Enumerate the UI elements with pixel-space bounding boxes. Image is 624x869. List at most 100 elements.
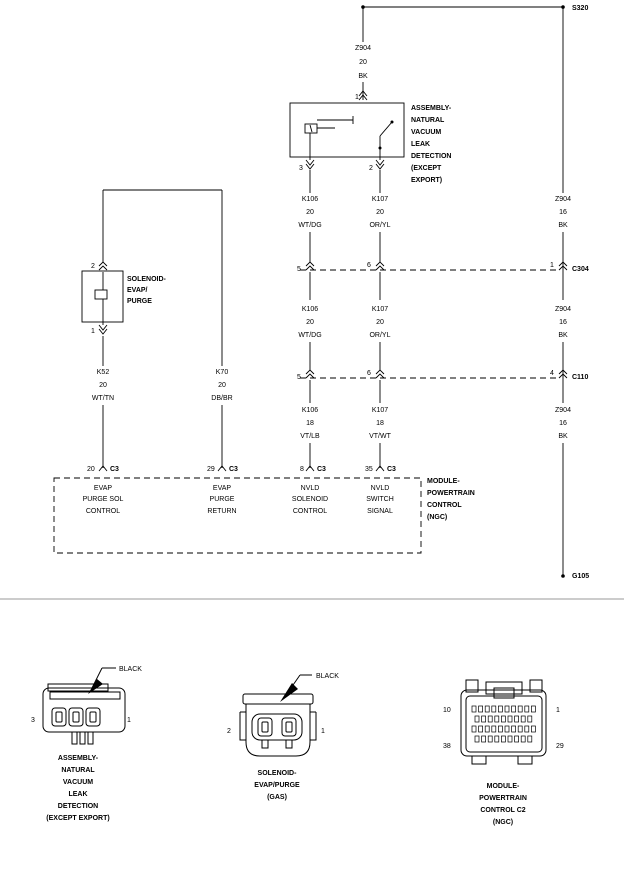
pcm-connector-face <box>460 679 547 765</box>
connector-caption: MODULE- <box>487 783 520 790</box>
connector-caption: LEAK <box>68 791 87 798</box>
pcm-conn-name: C3 <box>317 466 326 473</box>
pcm-pin-cavity <box>487 735 493 743</box>
connector-callout: BLACK <box>316 673 339 680</box>
pcm-pin-cavity <box>478 725 483 733</box>
connector-name: C110 <box>572 374 588 381</box>
pin-number: 6 <box>367 262 371 269</box>
pcm-pin-cavity <box>484 725 490 733</box>
solenoid-title: PURGE <box>127 298 152 305</box>
connector-caption: DETECTION <box>58 803 98 810</box>
wire-gauge: 20 <box>218 382 226 389</box>
pcm-pin-cavity <box>484 705 490 713</box>
connector-caption: CONTROL C2 <box>480 807 525 814</box>
pcm-pin-cavity <box>481 715 486 723</box>
pcm-pin-cavity <box>514 715 519 723</box>
wire-id: K107 <box>372 306 388 313</box>
wire-color: VT/LB <box>300 433 320 440</box>
pcm-pin-label: EVAP <box>94 485 112 492</box>
wire-color: WT/DG <box>298 222 321 229</box>
pcm-conn-name: C3 <box>229 466 238 473</box>
wire-id: K106 <box>302 306 318 313</box>
wire-gauge: 20 <box>306 319 314 326</box>
wire-id: Z904 <box>555 306 571 313</box>
wire-id: K106 <box>302 407 318 414</box>
pin-number: 1 <box>556 707 560 714</box>
pcm-pin-cavity <box>494 715 500 723</box>
wire-id: K107 <box>372 196 388 203</box>
solenoid-title: SOLENOID- <box>127 276 167 283</box>
wire-color: BK <box>558 332 568 339</box>
wire-color: BK <box>558 222 568 229</box>
pin-number: 5 <box>297 266 301 273</box>
pcm-pin-label: CONTROL <box>293 508 327 515</box>
wire-gauge: 16 <box>559 420 567 427</box>
pcm-pin-cavity <box>498 705 503 713</box>
ldp-title: DETECTION <box>411 153 451 160</box>
pin-number: 4 <box>550 370 554 377</box>
pcm-pin-cavity <box>527 715 533 723</box>
ldp-title: LEAK <box>411 141 430 148</box>
pcm-pin-cavity <box>520 715 526 723</box>
pcm-pin-cavity <box>498 725 503 733</box>
wire-gauge: 18 <box>376 420 384 427</box>
wire-gauge: 20 <box>376 319 384 326</box>
solenoid-connector-face <box>239 674 317 757</box>
pcm-pin-cavity <box>491 725 497 733</box>
connector-caption: NATURAL <box>61 767 95 774</box>
connector-caption: VACUUM <box>63 779 93 786</box>
pcm-pin-cavity <box>507 735 513 743</box>
splice-s320-label: S320 <box>572 5 588 12</box>
pcm-pin-label: SWITCH <box>366 496 394 503</box>
wire-id: Z904 <box>555 196 571 203</box>
ldp-title: (EXCEPT <box>411 165 442 172</box>
pcm-pin-cavity <box>507 715 513 723</box>
wire-color: DB/BR <box>211 395 232 402</box>
pcm-pin-cavity <box>504 705 510 713</box>
pcm-title: MODULE- <box>427 478 460 485</box>
pcm-pin-number: 29 <box>207 466 215 473</box>
pcm-conn-name: C3 <box>110 466 119 473</box>
pcm-pin-cavity <box>517 705 523 713</box>
pin-number: 10 <box>443 707 451 714</box>
wire-gauge: 20 <box>306 209 314 216</box>
pcm-pin-cavity <box>501 735 506 743</box>
wire-gauge: 20 <box>376 209 384 216</box>
pcm-conn-name: C3 <box>387 466 396 473</box>
pcm-pin-cavity <box>520 735 526 743</box>
wire-color: OR/YL <box>369 222 390 229</box>
ldp-title: ASSEMBLY- <box>411 105 452 112</box>
pcm-pin-cavity <box>504 725 510 733</box>
ldp-title: VACUUM <box>411 129 441 136</box>
pin-number: 1 <box>91 328 95 335</box>
pcm-pin-cavity <box>514 735 519 743</box>
pcm-pin-cavity <box>471 705 477 713</box>
pcm-pin-cavity <box>531 705 536 713</box>
pin-number: 5 <box>297 374 301 381</box>
pin-number: 1 <box>550 262 554 269</box>
pcm-pin-cavity <box>474 715 480 723</box>
connector-callout: BLACK <box>119 666 142 673</box>
pcm-pin-number: 20 <box>87 466 95 473</box>
ldp-connector-face <box>42 667 126 745</box>
pcm-title: POWERTRAIN <box>427 490 475 497</box>
wire-id: Z904 <box>555 407 571 414</box>
wire-color: BK <box>558 433 568 440</box>
pin-number: 1 <box>127 717 131 724</box>
pcm-pin-label: NVLD <box>301 485 320 492</box>
pin-number: 1 <box>321 728 325 735</box>
wire-id: Z904 <box>355 45 371 52</box>
solenoid-title: EVAP/ <box>127 287 148 294</box>
wire-id: K106 <box>302 196 318 203</box>
pcm-pin-cavity <box>487 715 493 723</box>
wire-color: WT/TN <box>92 395 114 402</box>
wire-color: BK <box>358 73 368 80</box>
ldp-title: EXPORT) <box>411 177 442 184</box>
pin-number: 2 <box>369 165 373 172</box>
pcm-pin-label: NVLD <box>371 485 390 492</box>
ground-g105-label: G105 <box>572 573 589 580</box>
wire-id: K52 <box>97 369 110 376</box>
pcm-pin-label: PURGE SOL <box>83 496 124 503</box>
pcm-title: CONTROL <box>427 502 462 509</box>
connector-caption: SOLENOID- <box>258 770 298 777</box>
